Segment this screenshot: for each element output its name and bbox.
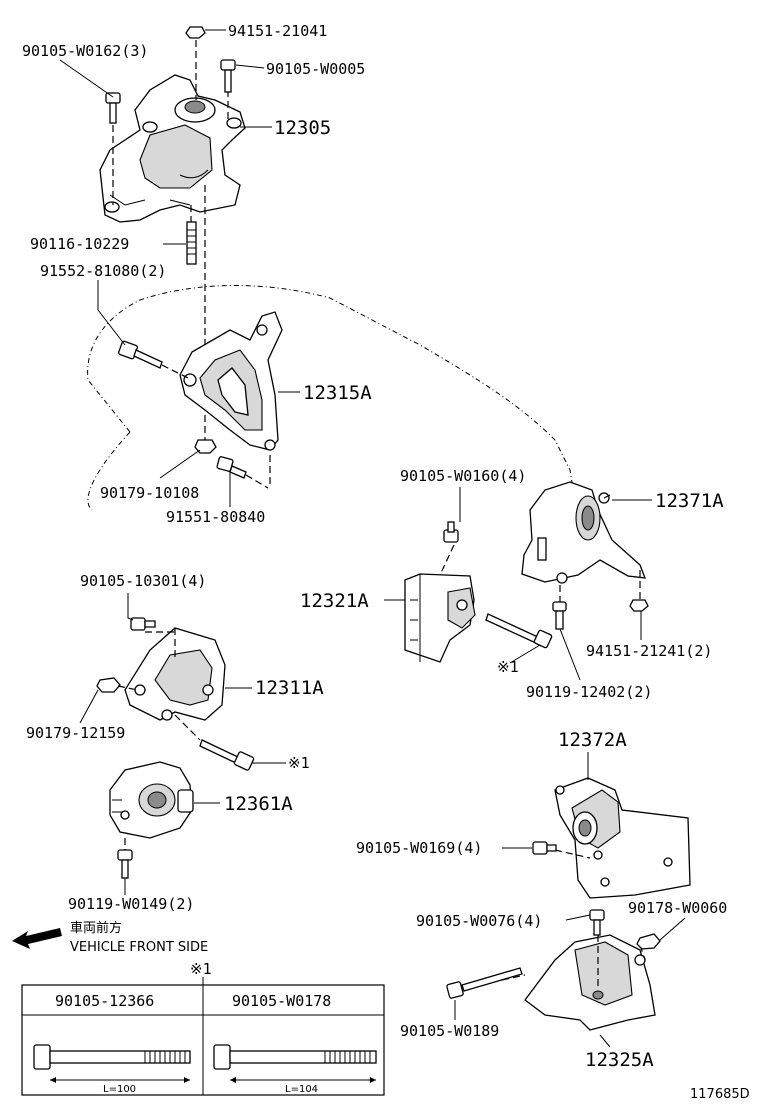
mark-1-b: ※1	[288, 754, 310, 772]
bolt-90119-12402-icon	[552, 601, 567, 630]
label-90105-W0005: 90105-W0005	[266, 60, 365, 78]
label-12321A: 12321A	[300, 590, 369, 612]
bolt-90105-10301-icon	[130, 617, 156, 631]
label-90105-W0076: 90105-W0076(4)	[416, 912, 542, 930]
bolt-90105-W0162-icon	[105, 92, 121, 124]
bracket-12315A	[179, 311, 283, 451]
label-90105-10301: 90105-10301(4)	[80, 572, 206, 590]
stud-90116-10229-icon	[186, 221, 197, 265]
label-94151-21041: 94151-21041	[228, 22, 327, 40]
mark-1-a: ※1	[497, 658, 519, 676]
nut-90179-12159-icon	[96, 677, 121, 693]
label-91551-80840: 91551-80840	[166, 508, 265, 526]
bolt-90105-12366-icon	[33, 1044, 191, 1083]
table-col2-header: 90105-W0178	[232, 992, 331, 1010]
label-90119-12402: 90119-12402(2)	[526, 683, 652, 701]
label-12361A: 12361A	[224, 793, 293, 815]
label-90116-10229: 90116-10229	[30, 235, 129, 253]
mount-12371A	[521, 481, 646, 584]
label-12311A: 12311A	[255, 677, 324, 699]
label-90105-W0160: 90105-W0160(4)	[400, 467, 526, 485]
nut-90178-W0060-icon	[636, 933, 661, 950]
table-mark: ※1	[190, 960, 212, 978]
label-90105-W0189: 90105-W0189	[400, 1022, 499, 1040]
nut-90179-10108-icon	[194, 439, 217, 454]
label-90179-10108: 90179-10108	[100, 484, 199, 502]
bracket-12321A	[404, 573, 476, 663]
bracket-12325A	[524, 934, 656, 1031]
bolt-90105-W0160-icon	[443, 521, 459, 543]
long-bolt-mark1-icon	[485, 613, 553, 649]
bolt-91551-80840-icon	[216, 456, 247, 479]
bolt-table: 90105-12366 90105-W0178 L=100 L=104	[21, 984, 385, 1096]
label-12305: 12305	[274, 117, 331, 139]
bolt-91552-81080-icon	[118, 340, 163, 369]
table-len1: L=100	[103, 1084, 136, 1095]
label-12371A: 12371A	[655, 490, 724, 512]
label-12325A: 12325A	[585, 1049, 654, 1071]
table-col1-header: 90105-12366	[55, 992, 154, 1010]
label-12372A: 12372A	[558, 729, 627, 751]
table-len2: L=104	[285, 1084, 318, 1095]
front-arrow-icon	[12, 928, 62, 949]
label-90178-W0060: 90178-W0060	[628, 899, 727, 917]
bolt-90105-W0076-icon	[589, 909, 605, 936]
mount-12305	[99, 74, 246, 223]
label-91552-81080: 91552-81080(2)	[40, 262, 166, 280]
label-90105-W0169: 90105-W0169(4)	[356, 839, 482, 857]
label-90179-12159: 90179-12159	[26, 724, 125, 742]
long-bolt-90105-W0189-icon	[446, 967, 523, 999]
bolt-90105-W0005-icon	[220, 59, 236, 93]
nut-94151-21241-icon	[629, 599, 649, 612]
engine-outline	[87, 285, 576, 511]
bolt-90105-W0169-icon	[532, 841, 557, 855]
label-12315A: 12315A	[303, 382, 372, 404]
diagram-id: 117685D	[690, 1087, 750, 1102]
vehicle-front-en: VEHICLE FRONT SIDE	[70, 940, 208, 955]
label-94151-21241: 94151-21241(2)	[586, 642, 712, 660]
bolt-90105-W0178-icon	[213, 1044, 377, 1083]
label-90119-W0149: 90119-W0149(2)	[68, 895, 194, 913]
nut-94151-21041-icon	[185, 26, 206, 39]
bolt-90119-W0149-icon	[117, 849, 133, 879]
mount-12372A	[554, 777, 691, 899]
label-90105-W0162: 90105-W0162(3)	[22, 42, 148, 60]
vehicle-front-jp: 車両前方	[70, 920, 122, 936]
mount-12361A	[109, 761, 194, 839]
long-bolt-mark1-b-icon	[199, 739, 255, 771]
